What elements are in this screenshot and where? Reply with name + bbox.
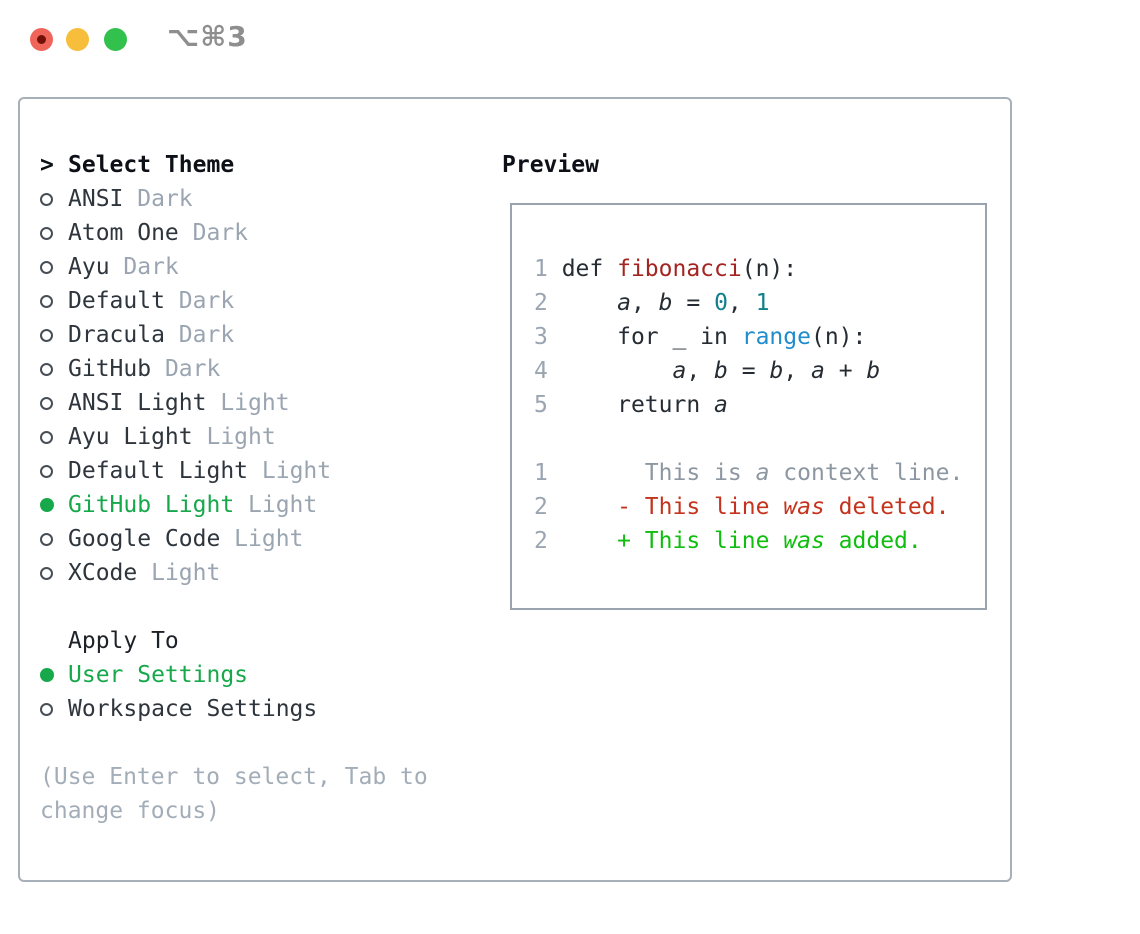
apply-to-header-row: Apply To [40,624,500,658]
radio-unselected-icon [40,566,68,580]
theme-option[interactable]: Atom One Dark [40,216,500,250]
minimize-button[interactable] [66,28,89,51]
title-bar: ⌥⌘3 [0,0,1140,78]
preview-code-line: 2 - This line was deleted. [534,494,950,520]
window-title: ⌥⌘3 [167,20,248,53]
radio-unselected-icon [40,702,68,716]
radio-unselected-icon [40,260,68,274]
theme-option[interactable]: Ayu Light Light [40,420,500,454]
theme-option-label: Google Code Light [68,526,304,552]
radio-unselected-icon [40,396,68,410]
radio-unselected-icon [40,328,68,342]
radio-unselected-icon [40,430,68,444]
apply-to-option-label: User Settings [68,662,249,688]
apply-to-option[interactable]: User Settings [40,658,500,692]
theme-option[interactable]: XCode Light [40,556,500,590]
theme-option[interactable]: GitHub Light Light [40,488,500,522]
theme-option-label: ANSI Dark [68,186,193,212]
preview-code-line [534,422,985,456]
radio-unselected-icon [40,294,68,308]
line-number: 5 [534,392,548,418]
radio-unselected-icon [40,226,68,240]
apply-to-option-label: Workspace Settings [68,696,318,722]
theme-option-label: Dracula Dark [68,322,235,348]
theme-option[interactable]: Default Dark [40,284,500,318]
theme-option-label: Ayu Light Light [68,424,276,450]
theme-option-label: ANSI Light Light [68,390,290,416]
keyboard-hint-line-2: change focus) [40,798,221,824]
theme-option[interactable]: ANSI Dark [40,182,500,216]
theme-option[interactable]: Google Code Light [40,522,500,556]
radio-unselected-icon [40,464,68,478]
spacer [40,590,500,624]
theme-option-label: XCode Light [68,560,221,586]
preview-code-line: 1 This is a context line. [534,460,964,486]
line-number: 1 [534,256,548,282]
radio-unselected-icon [40,192,68,206]
theme-option[interactable]: Default Light Light [40,454,500,488]
preview-code-line: 3 for _ in range(n): [534,324,867,350]
theme-option[interactable]: ANSI Light Light [40,386,500,420]
theme-option-label: GitHub Light Light [68,492,318,518]
zoom-button[interactable] [104,28,127,51]
select-theme-header: Select Theme [68,152,235,178]
line-number: 2 [534,494,548,520]
line-number: 3 [534,324,548,350]
radio-selected-icon [40,498,68,512]
spacer [40,726,500,760]
radio-selected-icon [40,668,68,682]
line-number: 4 [534,358,548,384]
apply-to-header: Apply To [68,628,179,654]
preview-code-line: 2 a, b = 0, 1 [534,290,770,316]
preview-code-line: 5 return a [534,392,728,418]
select-theme-header-row: > Select Theme [40,148,500,182]
radio-unselected-icon [40,532,68,546]
theme-option-label: Atom One Dark [68,220,249,246]
theme-option-label: GitHub Dark [68,356,221,382]
preview-title: Preview [502,152,599,178]
theme-option-label: Default Dark [68,288,235,314]
radio-unselected-icon [40,362,68,376]
theme-option-label: Ayu Dark [68,254,179,280]
apply-to-option[interactable]: Workspace Settings [40,692,500,726]
preview-code-line: 2 + This line was added. [534,528,922,554]
focus-caret: > [40,152,54,178]
line-number: 1 [534,460,548,486]
line-number: 2 [534,528,548,554]
close-button[interactable] [30,28,53,51]
theme-option-label: Default Light Light [68,458,332,484]
theme-option[interactable]: GitHub Dark [40,352,500,386]
line-number: 2 [534,290,548,316]
theme-option[interactable]: Ayu Dark [40,250,500,284]
keyboard-hint-line-1: (Use Enter to select, Tab to [40,764,428,790]
preview-code-line: 4 a, b = b, a + b [534,358,881,384]
theme-option[interactable]: Dracula Dark [40,318,500,352]
